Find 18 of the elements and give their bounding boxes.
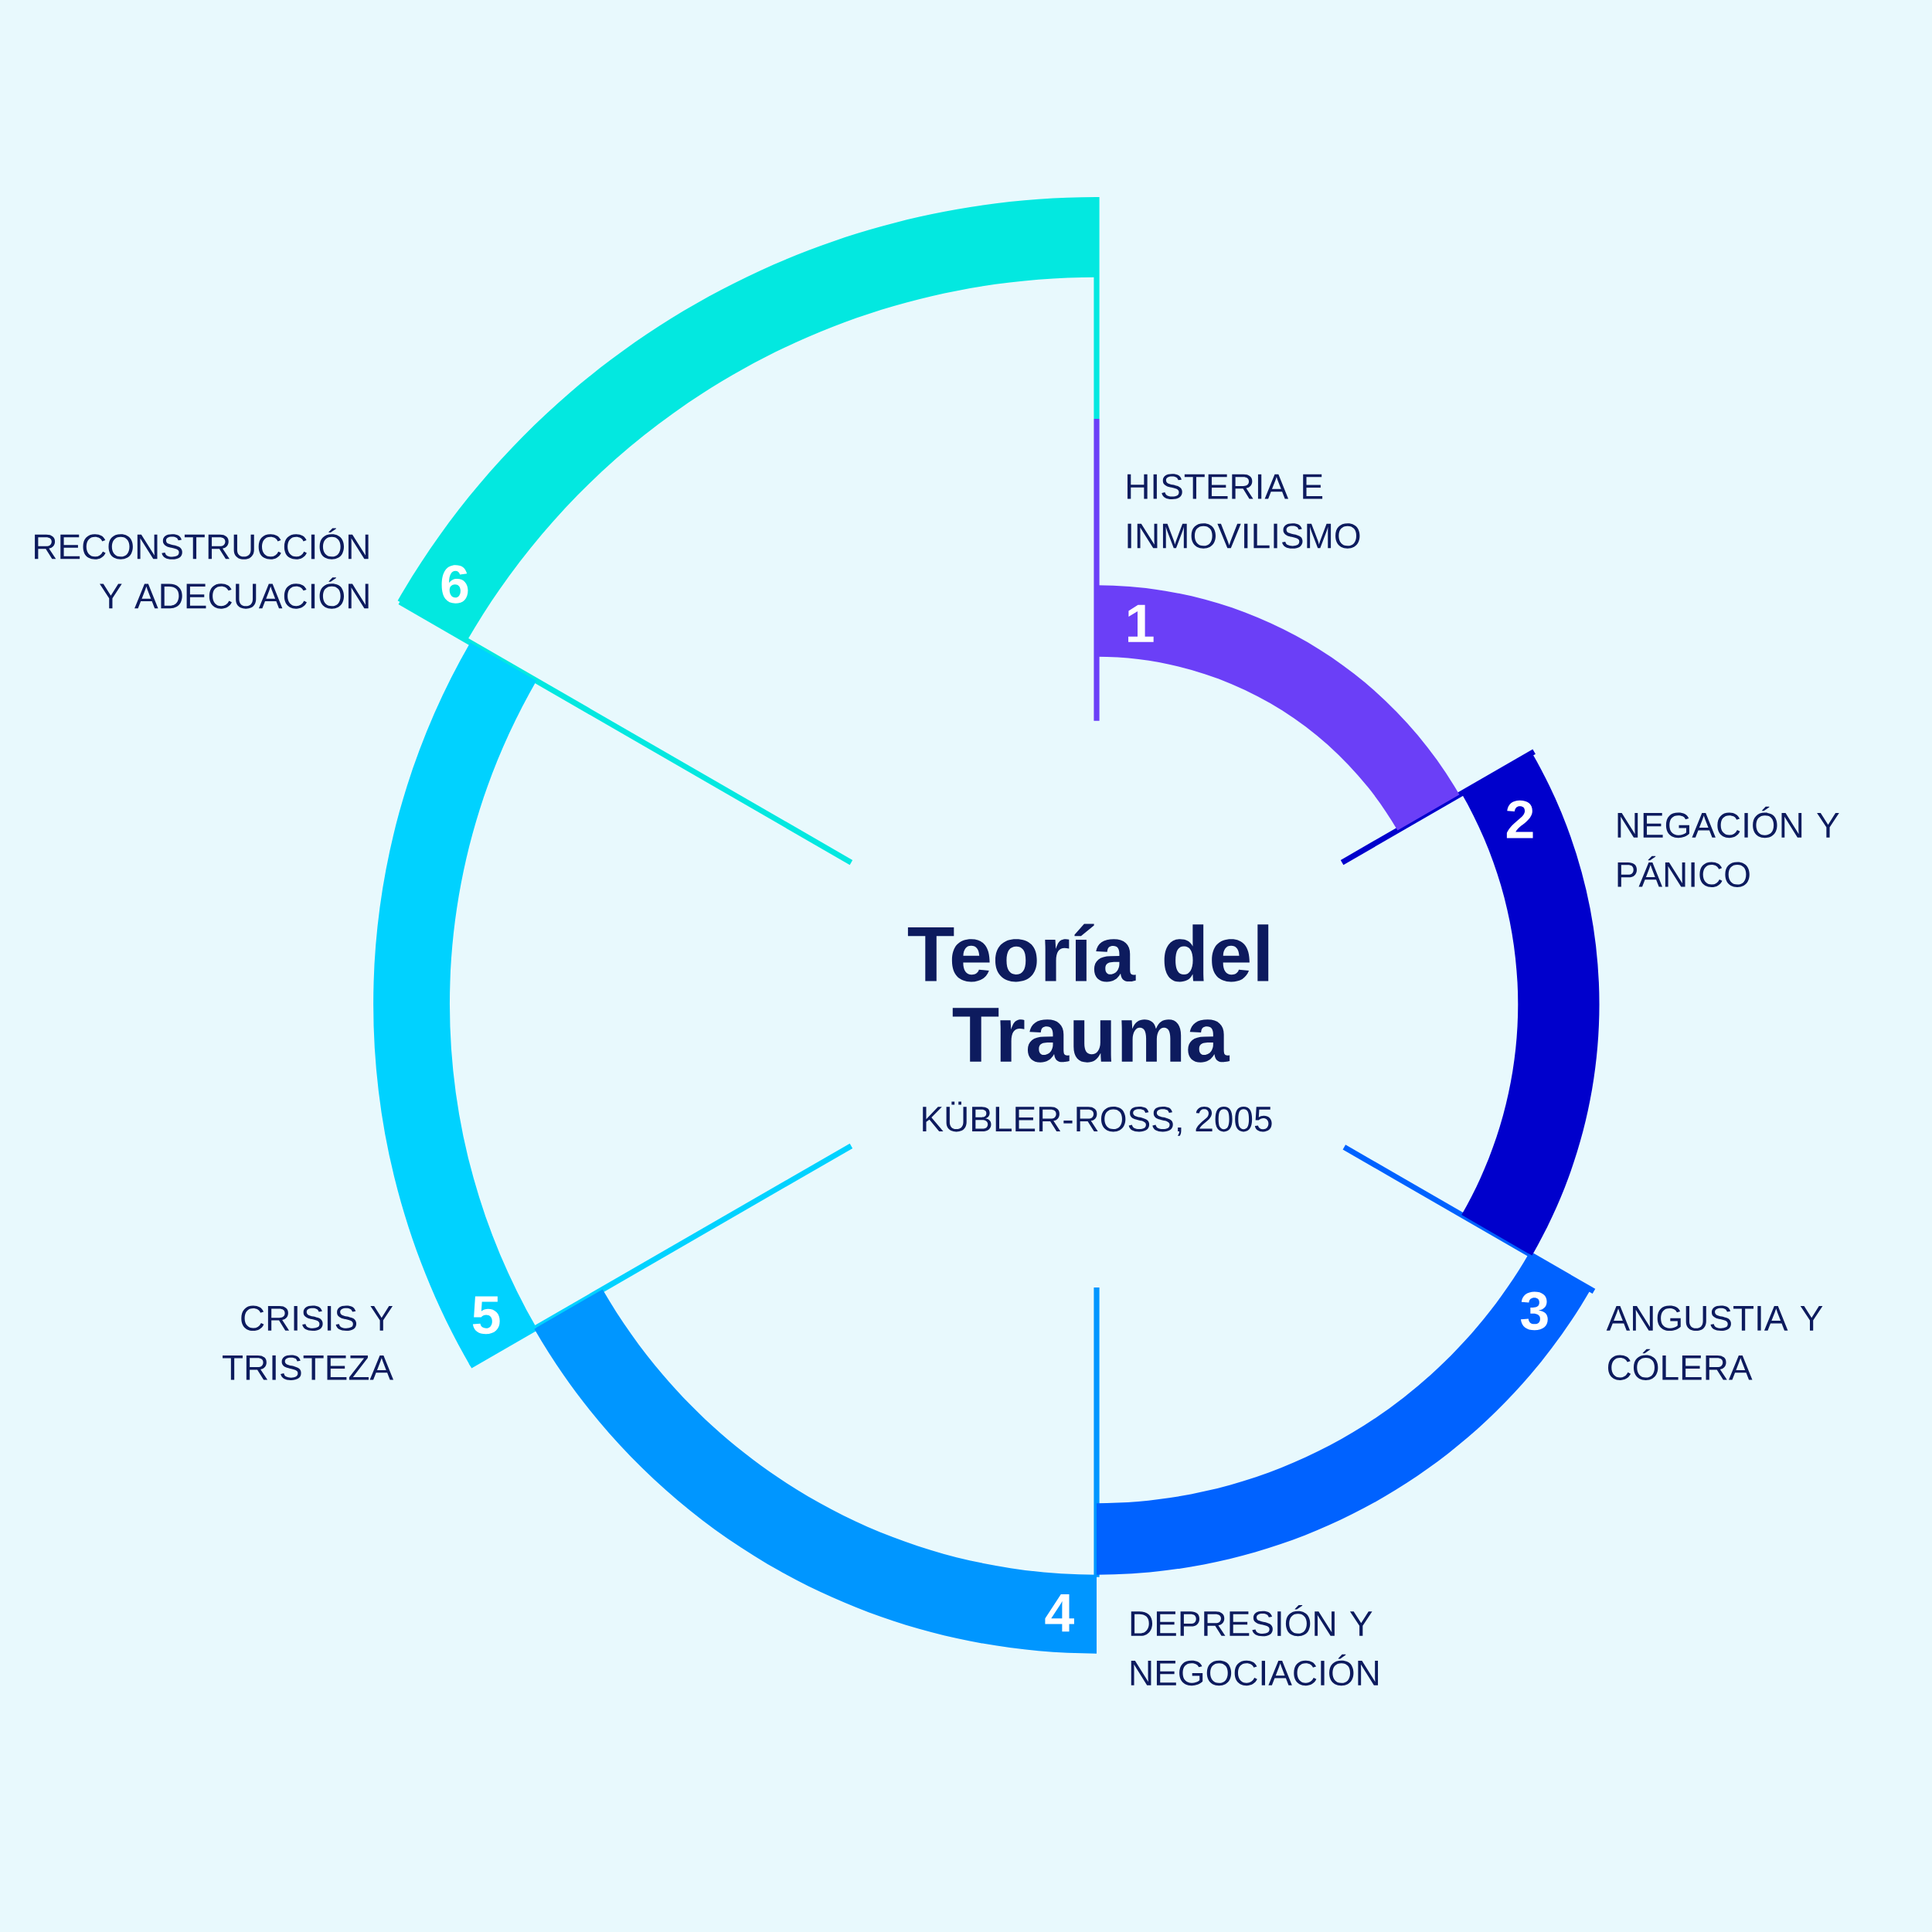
title: Teoría del Trauma [907,923,1269,1063]
stage-label: DEPRESIÓN Y NEGOCIACIÓN [1131,1604,1379,1686]
stage-number: 4 [1045,1594,1074,1632]
stage-label: RECONSTRUCCIÓN Y ADECUACIÓN [35,528,369,609]
stage-number: 1 [1128,604,1154,642]
stage-label: ANGUSTIA Y CÓLERA [1606,1305,1823,1380]
stage-number: 6 [441,565,468,604]
subtitle: KÜBLER-ROSS, 2005 [923,1101,1272,1136]
stage-band [1097,585,1460,831]
stage-number: 3 [1520,1291,1548,1331]
stage-number: 5 [472,1296,500,1335]
stage-number: 2 [1506,800,1533,838]
stage-label: HISTERIA E INMOVILISMO [1128,474,1360,549]
stage-band [1097,1253,1591,1575]
stage-band [1461,753,1600,1256]
stage-label: NEGACIÓN Y PÁNICO [1617,806,1839,887]
stage-band [534,1289,1097,1654]
stage-label: CRISIS Y TRISTEZA [223,1305,394,1380]
